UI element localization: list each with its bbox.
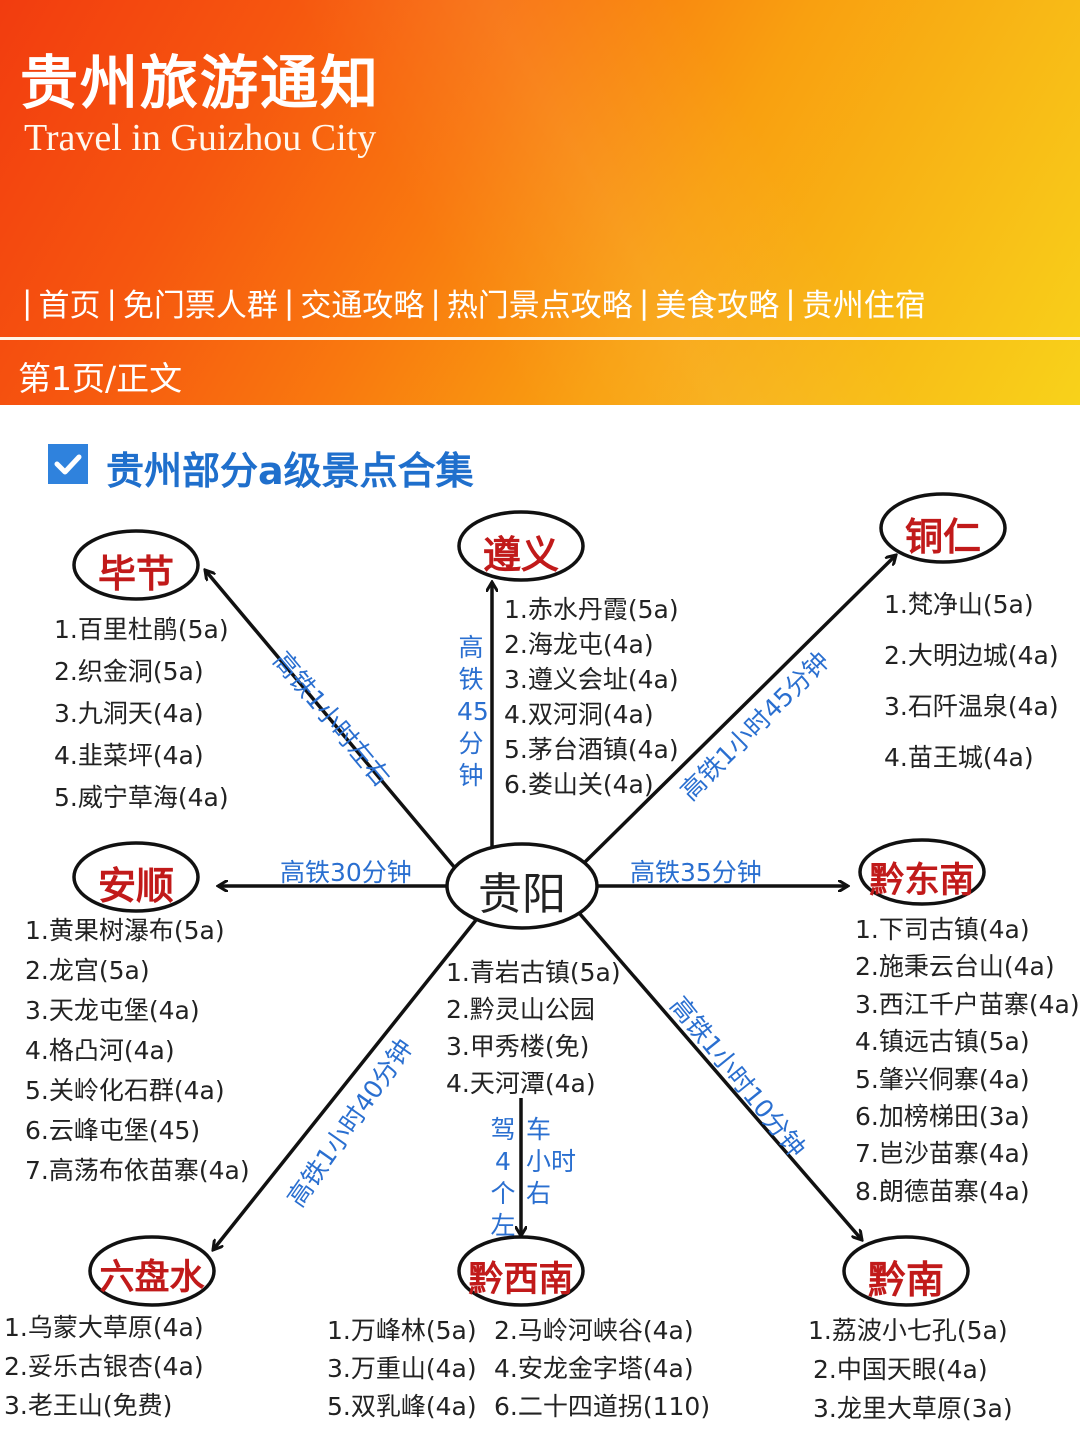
hub-ellipse: [445, 842, 599, 930]
route-char: 车: [526, 1115, 552, 1144]
route-char: 高: [458, 633, 484, 662]
route-label-anshun: 高铁30分钟: [280, 858, 412, 887]
hub-name-guiyang: 贵阳: [478, 869, 566, 920]
list-item: 4.苗王城(4a): [884, 743, 1034, 772]
route-char: 4个: [490, 1147, 516, 1208]
list-item: 4.韭菜坪(4a): [54, 741, 204, 770]
list-item: 3.遵义会址(4a): [504, 665, 679, 694]
list-item: 2.黔灵山公园: [446, 995, 595, 1024]
list-item: 7.岜沙苗寨(4a): [855, 1139, 1030, 1169]
list-item: 5.关岭化石群(4a): [25, 1076, 225, 1105]
list-item: 1.万峰林(5a): [327, 1316, 477, 1345]
list-item: 3.九洞天(4a): [54, 699, 204, 728]
liupanshui-spot-list: 1.乌蒙大草原(4a) 2.妥乐古银杏(4a) 3.老王山(免费): [4, 1315, 204, 1432]
city-ellipse-liupanshui: [88, 1235, 216, 1307]
anshun-spot-list: 1.黄果树瀑布(5a) 2.龙宫(5a) 3.天龙屯堡(4a) 4.格凸河(4a…: [25, 918, 250, 1198]
list-item: 1.下司古镇(4a): [855, 915, 1030, 944]
city-ellipse-qiandongnan: [858, 838, 986, 906]
route-label-qiandongnan: 高铁35分钟: [630, 858, 762, 887]
route-char: 分: [458, 729, 484, 758]
list-item: 5.肇兴侗寨(4a): [855, 1064, 1030, 1094]
hub-spot-list: 1.青岩古镇(5a) 2.黔灵山公园 3.甲秀楼(免) 4.天河潭(4a): [446, 960, 621, 1108]
city-ellipse-qiannan: [842, 1235, 970, 1307]
city-name-zunyi: 遵义: [482, 533, 559, 577]
checkbox-checked-icon: [48, 444, 88, 484]
list-item: 1.梵净山(5a): [884, 590, 1034, 619]
route-char: 小时: [526, 1147, 577, 1176]
list-item: 2.中国天眼(4a): [813, 1355, 988, 1384]
tongren-spot-list: 1.梵净山(5a) 2.大明边城(4a) 3.石阡温泉(4a) 4.苗王城(4a…: [884, 592, 1059, 796]
list-item: 6.娄山关(4a): [504, 770, 654, 799]
route-label-qianxinan-right: 车 小时 右: [526, 1114, 580, 1210]
list-item: 1.青岩古镇(5a): [446, 958, 621, 987]
route-char: 钟: [458, 761, 484, 790]
header-banner: 贵州旅游通知 Travel in Guizhou City | 首页 | 免门票…: [0, 0, 1080, 405]
list-item: 2.龙宫(5a): [25, 956, 150, 985]
list-item: 2.马岭河峡谷(4a): [494, 1316, 694, 1345]
city-ellipse-zunyi: [457, 510, 585, 582]
list-item: 1.百里杜鹃(5a): [54, 615, 229, 644]
list-item: 4.天河潭(4a): [446, 1069, 596, 1098]
qiannan-spot-list: 1.荔波小七孔(5a) 2.中国天眼(4a) 3.龙里大草原(3a): [808, 1318, 1013, 1435]
list-item: 3.万重山(4a): [327, 1354, 477, 1383]
list-item: 5.茅台酒镇(4a): [504, 735, 679, 764]
list-item: 3.西江千户苗寨(4a): [855, 989, 1080, 1019]
route-char: 左: [490, 1211, 516, 1240]
city-ellipse-qianxinan: [457, 1235, 585, 1307]
route-char: 驾: [490, 1115, 516, 1144]
city-ellipse-anshun: [72, 841, 200, 913]
qiandongnan-spot-list: 1.下司古镇(4a) 2.施秉云台山(4a) 3.西江千户苗寨(4a) 4.镇远…: [855, 917, 1080, 1216]
route-label-zunyi: 高 铁 45 分 钟: [457, 632, 489, 792]
city-name-qianxinan: 黔西南: [468, 1260, 574, 1300]
route-char: 45: [457, 697, 489, 726]
list-item: 2.妥乐古银杏(4a): [4, 1352, 204, 1381]
city-name-liupanshui: 六盘水: [99, 1258, 205, 1298]
city-ellipse-bijie: [72, 529, 200, 601]
list-item: 3.龙里大草原(3a): [813, 1394, 1013, 1423]
list-item: 2.大明边城(4a): [884, 641, 1059, 670]
city-name-qiannan: 黔南: [867, 1258, 944, 1302]
list-item: 6.二十四道拐(110): [494, 1392, 711, 1421]
list-item: 2.施秉云台山(4a): [855, 952, 1055, 982]
city-name-bijie: 毕节: [97, 552, 174, 596]
city-name-anshun: 安顺: [97, 864, 174, 908]
list-item: 1.赤水丹霞(5a): [504, 595, 679, 624]
list-item: 4.双河洞(4a): [504, 700, 654, 729]
list-item: 4.格凸河(4a): [25, 1036, 175, 1065]
list-item: 7.高荡布依苗寨(4a): [25, 1156, 250, 1185]
list-item: 6.加榜梯田(3a): [855, 1101, 1030, 1131]
list-item: 2.海龙屯(4a): [504, 630, 654, 659]
list-item: 2.织金洞(5a): [54, 657, 204, 686]
list-item: 3.石阡温泉(4a): [884, 692, 1059, 721]
list-item: 3.甲秀楼(免): [446, 1032, 590, 1061]
list-item: 1.乌蒙大草原(4a): [4, 1313, 204, 1342]
list-item: 3.老王山(免费): [4, 1391, 173, 1420]
list-item: 3.天龙屯堡(4a): [25, 996, 200, 1025]
list-item: 5.威宁草海(4a): [54, 783, 229, 812]
list-item: 1.荔波小七孔(5a): [808, 1316, 1008, 1345]
bijie-spot-list: 1.百里杜鹃(5a) 2.织金洞(5a) 3.九洞天(4a) 4.韭菜坪(4a)…: [54, 617, 229, 827]
list-item: 1.黄果树瀑布(5a): [25, 916, 225, 945]
route-char: 铁: [458, 665, 484, 694]
list-item: 8.朗德苗寨(4a): [855, 1176, 1030, 1206]
qianxinan-spot-list-col2: 2.马岭河峡谷(4a) 4.安龙金字塔(4a) 6.二十四道拐(110): [494, 1318, 710, 1432]
list-item: 4.镇远古镇(5a): [855, 1027, 1030, 1057]
qianxinan-spot-list-col1: 1.万峰林(5a) 3.万重山(4a) 5.双乳峰(4a): [327, 1318, 477, 1432]
city-name-tongren: 铜仁: [904, 515, 981, 559]
city-name-qiandongnan: 黔东南: [869, 861, 975, 901]
list-item: 5.双乳峰(4a): [327, 1392, 477, 1421]
list-item: 6.云峰屯堡(45): [25, 1116, 201, 1145]
zunyi-spot-list: 1.赤水丹霞(5a) 2.海龙屯(4a) 3.遵义会址(4a) 4.双河洞(4a…: [504, 597, 679, 807]
route-char: 右: [526, 1179, 552, 1208]
section-title: 贵州部分a级景点合集: [106, 449, 474, 493]
route-label-qianxinan-left: 驾 4个 左: [486, 1114, 520, 1242]
city-ellipse-tongren: [879, 492, 1007, 564]
list-item: 4.安龙金字塔(4a): [494, 1354, 694, 1383]
